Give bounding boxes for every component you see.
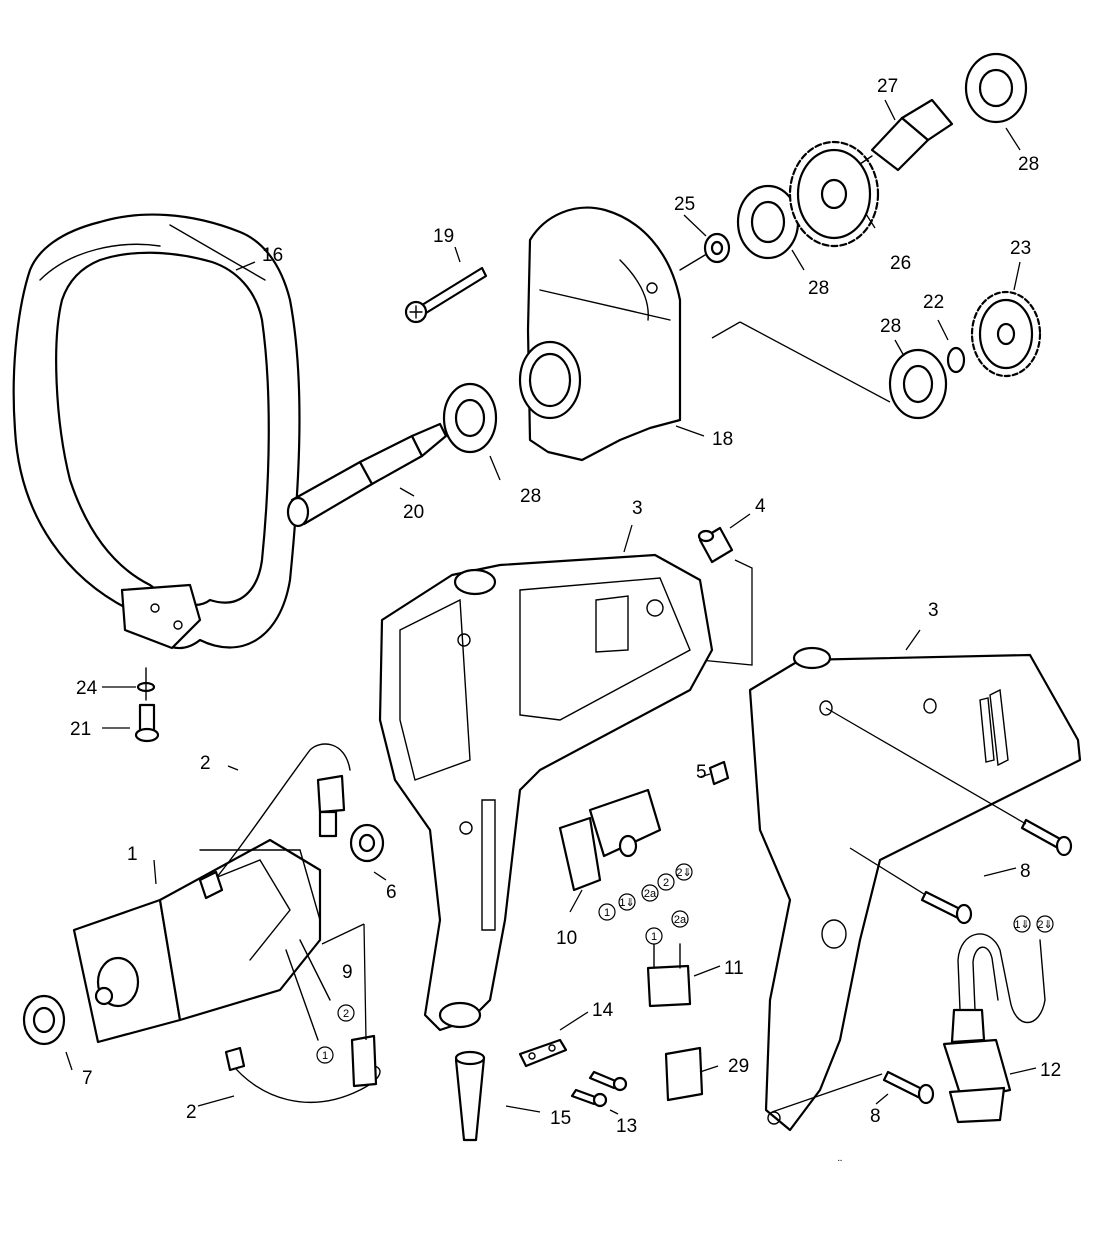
screw-part-13	[570, 1070, 628, 1108]
label-part-28-b: 28	[808, 278, 829, 299]
bearing-part-1	[442, 382, 498, 454]
carbon-brush-part	[664, 1046, 704, 1102]
label-part-28-d: 28	[520, 486, 541, 507]
needle-sleeve-part	[679, 232, 731, 271]
terminal-mark-2-switch: 2	[663, 877, 669, 889]
label-part-6: 6	[386, 882, 397, 903]
nut-part	[708, 760, 730, 786]
label-part-3-b: 3	[928, 600, 939, 621]
washer-part	[136, 667, 156, 701]
terminal-mark-1-down-cord: 1⇓	[1014, 919, 1029, 931]
wire-part-upper	[198, 743, 351, 900]
label-part-11: 11	[724, 958, 744, 979]
terminal-mark-1-brush: 1	[651, 931, 657, 943]
label-part-18: 18	[712, 429, 733, 450]
label-part-7: 7	[82, 1068, 93, 1089]
leader-lines	[65, 99, 1037, 1115]
label-part-12: 12	[1040, 1060, 1061, 1081]
terminal-mark-1-down-switch: 1⇓	[619, 897, 634, 909]
label-part-5: 5	[696, 762, 707, 783]
label-part-21: 21	[70, 719, 91, 740]
bearing-part-7	[22, 994, 66, 1046]
terminal-mark-1-motor: 1	[322, 1050, 328, 1062]
label-part-8-b: 8	[870, 1106, 881, 1127]
bearing-part-3	[964, 52, 1028, 124]
pin-part	[697, 526, 734, 564]
label-part-13: 13	[616, 1116, 637, 1137]
bearing-part-2	[736, 184, 800, 260]
bearing-part-6	[349, 823, 385, 863]
bearing-part-4	[888, 348, 948, 420]
switch-part	[558, 788, 662, 892]
pinion-shaft-part	[859, 98, 954, 172]
screw-part-19	[404, 266, 488, 324]
label-part-28-c: 28	[880, 316, 901, 337]
label-part-14: 14	[592, 1000, 614, 1021]
label-part-1: 1	[127, 844, 138, 865]
screw-part-8-a	[825, 707, 1073, 857]
power-cord-part	[942, 933, 1046, 1124]
label-part-2-b: 2	[186, 1102, 197, 1123]
label-part-19: 19	[433, 226, 454, 247]
terminal-mark-2-down-cord: 2⇓	[1037, 919, 1052, 931]
label-part-25: 25	[674, 194, 695, 215]
part-number-labels: 16 19 25 27 28 26 28 23 22 28 18 28 20 3…	[70, 76, 1061, 1137]
label-part-27: 27	[877, 76, 898, 97]
terminal-mark-1-switch: 1	[604, 907, 610, 919]
label-part-22: 22	[923, 292, 944, 313]
motor-part	[72, 838, 322, 1044]
label-part-29: 29	[728, 1056, 749, 1077]
label-part-15: 15	[550, 1108, 571, 1129]
label-part-16: 16	[262, 245, 283, 266]
label-part-4: 4	[755, 496, 766, 517]
terminal-mark-2-motor: 2	[343, 1008, 349, 1020]
label-part-20: 20	[403, 502, 424, 523]
cable-clamp-part	[518, 1038, 568, 1068]
label-part-28-a: 28	[1018, 154, 1039, 175]
handle-loop-part	[12, 213, 301, 650]
terminal-mark-2a-brush: 2a	[674, 914, 687, 926]
label-part-3-a: 3	[632, 498, 643, 519]
terminal-marks: 1 2 1 1⇓ 2a 2 2⇓ 1 2a 1⇓ 2⇓	[316, 863, 1054, 1064]
gear-housing-part	[518, 206, 682, 462]
brush-holder-part	[646, 943, 692, 1008]
label-part-24: 24	[76, 678, 98, 699]
footer-mark: ¨	[838, 1157, 842, 1171]
terminal-mark-2a-switch: 2a	[644, 888, 657, 900]
label-part-8-a: 8	[1020, 861, 1031, 882]
left-housing-part	[378, 553, 714, 1032]
screw-part-8-b	[849, 847, 973, 925]
right-housing-part	[748, 646, 1082, 1132]
label-part-10: 10	[556, 928, 577, 949]
label-part-26: 26	[890, 253, 911, 274]
screw-part-8-c	[771, 1070, 935, 1113]
shaft-part	[286, 422, 448, 528]
cable-sleeve-part	[454, 1050, 486, 1142]
retaining-ring-part	[946, 346, 966, 374]
wire-part-lower	[224, 1034, 381, 1103]
small-gear-part	[970, 290, 1042, 378]
label-part-2-a: 2	[200, 753, 211, 774]
wire-leads-part	[285, 923, 367, 1041]
bolt-part	[134, 703, 160, 743]
label-part-23: 23	[1010, 238, 1031, 259]
large-gear-part	[788, 140, 880, 248]
label-part-9: 9	[342, 962, 353, 983]
terminal-mark-2-down-switch: 2⇓	[676, 867, 691, 879]
